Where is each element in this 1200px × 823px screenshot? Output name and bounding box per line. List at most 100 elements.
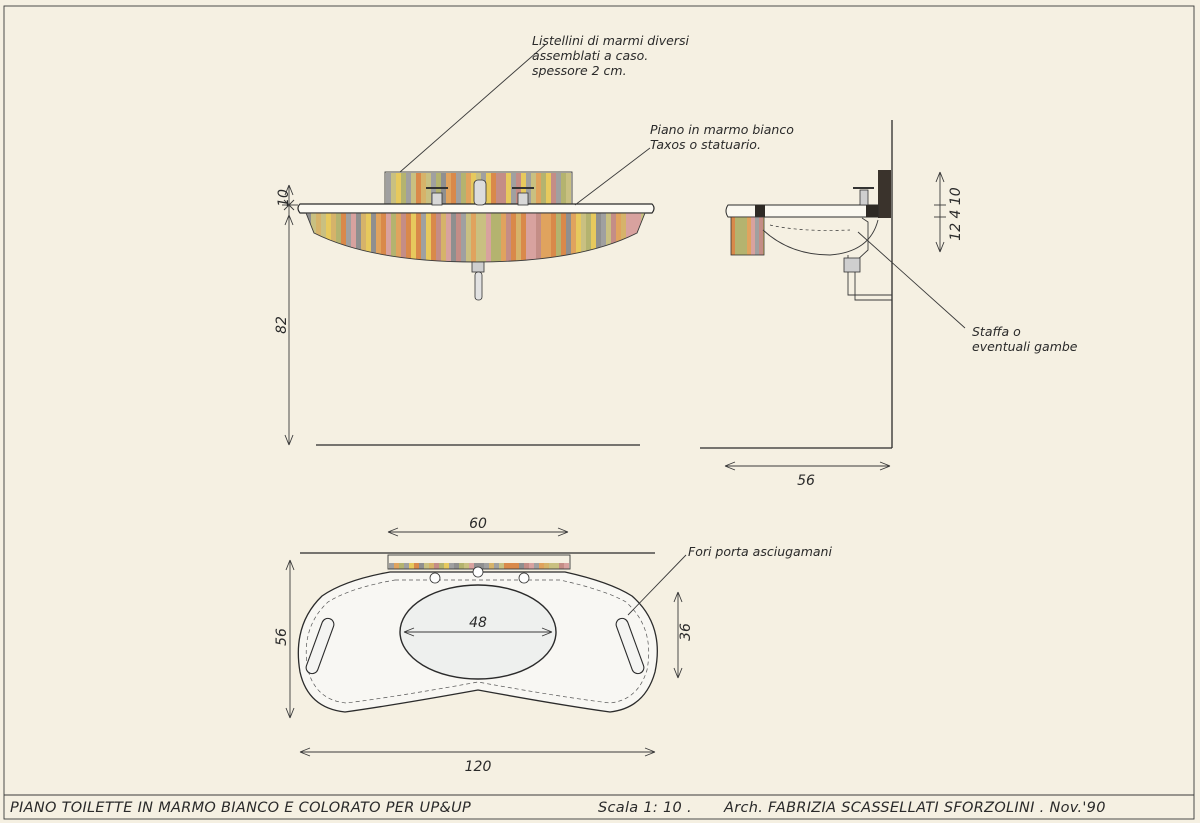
marble-strip bbox=[484, 563, 489, 569]
marble-strip bbox=[406, 173, 411, 204]
marble-strip bbox=[451, 173, 456, 204]
leader-listellini bbox=[399, 44, 546, 173]
marble-strip bbox=[636, 213, 641, 262]
marble-strip bbox=[566, 213, 571, 262]
marble-strip bbox=[474, 563, 479, 569]
marble-strip bbox=[376, 213, 381, 262]
marble-strip bbox=[441, 213, 446, 262]
marble-strip bbox=[386, 213, 391, 262]
marble-strip bbox=[494, 563, 499, 569]
side-elevation bbox=[700, 120, 966, 471]
marble-strip bbox=[616, 213, 621, 262]
marble-strip bbox=[446, 173, 451, 204]
marble-strip bbox=[416, 173, 421, 204]
marble-strip bbox=[747, 217, 751, 255]
marble-strip bbox=[561, 213, 566, 262]
marble-strip bbox=[519, 563, 524, 569]
marble-strip bbox=[444, 563, 449, 569]
marble-strip bbox=[454, 563, 459, 569]
towel-slot-left bbox=[305, 617, 335, 675]
plan-view bbox=[285, 527, 687, 757]
marble-strip bbox=[459, 563, 464, 569]
marble-strip bbox=[539, 563, 544, 569]
marble-strip bbox=[576, 213, 581, 262]
marble-strip bbox=[391, 213, 396, 262]
marble-strip bbox=[491, 173, 496, 204]
marble-strip bbox=[551, 173, 556, 204]
marble-strip bbox=[566, 173, 571, 204]
marble-strip bbox=[759, 217, 763, 255]
marble-strip bbox=[544, 563, 549, 569]
marble-strip bbox=[481, 213, 486, 262]
marble-strip bbox=[341, 213, 346, 262]
note-staffa-1: Staffa o bbox=[972, 324, 1021, 339]
marble-strip bbox=[514, 563, 519, 569]
marble-strip bbox=[371, 213, 376, 262]
side-apron-outline bbox=[730, 216, 765, 256]
marble-strip bbox=[391, 173, 396, 204]
marble-strip bbox=[411, 173, 416, 204]
marble-strip bbox=[394, 563, 399, 569]
marble-strip bbox=[469, 563, 474, 569]
dim-label-120: 120 bbox=[465, 759, 492, 775]
marble-strip bbox=[554, 563, 559, 569]
marble-strip bbox=[581, 213, 586, 262]
marble-strip bbox=[421, 213, 426, 262]
marble-strip bbox=[526, 213, 531, 262]
dim-label-36: 36 bbox=[678, 623, 694, 641]
marble-strip bbox=[501, 173, 506, 204]
apron-stripes bbox=[306, 213, 645, 262]
note-piano-1: Piano in marmo bianco bbox=[650, 122, 794, 137]
marble-strip bbox=[351, 213, 356, 262]
dim-label-56-plan: 56 bbox=[274, 628, 290, 646]
marble-strip bbox=[489, 563, 494, 569]
marble-strip bbox=[571, 213, 576, 262]
marble-strip bbox=[399, 563, 404, 569]
marble-strip bbox=[461, 173, 466, 204]
dim-label-side-stack: 12 4 10 bbox=[948, 187, 964, 241]
marble-strip bbox=[456, 213, 461, 262]
drain-trap bbox=[471, 261, 485, 273]
marble-strip bbox=[336, 213, 341, 262]
marble-strip bbox=[506, 173, 511, 204]
marble-strip bbox=[561, 173, 566, 204]
basin-bowl bbox=[762, 219, 879, 256]
leader-fori bbox=[627, 554, 687, 616]
marble-strip bbox=[499, 563, 504, 569]
marble-strip bbox=[306, 213, 311, 262]
marble-strip bbox=[426, 213, 431, 262]
marble-strip bbox=[429, 563, 434, 569]
marble-strip bbox=[551, 213, 556, 262]
marble-strip bbox=[471, 173, 476, 204]
marble-strip bbox=[531, 213, 536, 262]
marble-strip bbox=[311, 213, 316, 262]
marble-strip bbox=[564, 563, 569, 569]
marble-strip bbox=[421, 173, 426, 204]
marble-strip bbox=[446, 213, 451, 262]
marble-strip bbox=[556, 213, 561, 262]
marble-strip bbox=[404, 563, 409, 569]
note-listellini-1: Listellini di marmi diversi bbox=[532, 33, 689, 48]
marble-strip bbox=[476, 213, 481, 262]
marble-strip bbox=[431, 213, 436, 262]
marble-strip bbox=[546, 173, 551, 204]
marble-strip bbox=[409, 563, 414, 569]
marble-strip bbox=[486, 173, 491, 204]
sheet-border bbox=[3, 5, 1195, 820]
marble-strip bbox=[346, 213, 351, 262]
marble-strip bbox=[521, 213, 526, 262]
dim-label-side-depth: 56 bbox=[797, 473, 815, 489]
drain-pipe bbox=[474, 271, 483, 301]
dim-label-60: 60 bbox=[469, 516, 487, 532]
marble-strip bbox=[541, 173, 546, 204]
marble-strip bbox=[434, 563, 439, 569]
marble-strip bbox=[381, 213, 386, 262]
marble-strip bbox=[546, 213, 551, 262]
marble-strip bbox=[524, 563, 529, 569]
marble-strip bbox=[449, 563, 454, 569]
marble-strip bbox=[743, 217, 747, 255]
marble-top-slab bbox=[297, 203, 655, 214]
bracket bbox=[854, 217, 892, 301]
